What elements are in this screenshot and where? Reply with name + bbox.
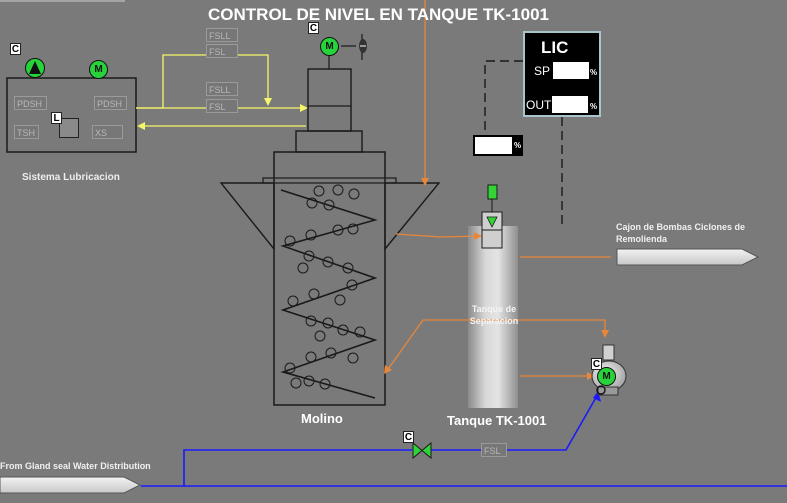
separation-tank xyxy=(468,226,518,408)
lic-sp-field[interactable] xyxy=(553,62,589,79)
tag-pdsh-1[interactable]: PDSH xyxy=(14,96,47,110)
tag-fsl-water[interactable]: FSL xyxy=(481,443,507,457)
lic-sp-label: SP xyxy=(534,64,551,78)
lube-pump-icon[interactable] xyxy=(25,58,45,78)
molino-label: Molino xyxy=(301,411,343,426)
mill-gearbox xyxy=(295,130,363,153)
destination-pipe xyxy=(616,248,760,266)
mill-right-hopper xyxy=(384,182,441,251)
tag-fsll-top[interactable]: FSLL xyxy=(206,28,238,42)
level-value-display: % xyxy=(473,135,523,156)
tag-fsl-top[interactable]: FSL xyxy=(206,44,238,58)
lic-title: LIC xyxy=(541,38,569,57)
lic-faceplate[interactable]: LIC SP % OUT % xyxy=(523,31,601,117)
destination-label: Cajon de Bombas Ciclones de Remolienda xyxy=(616,222,746,244)
lic-out-label: OUT xyxy=(526,98,552,112)
tag-pdsh-2[interactable]: PDSH xyxy=(94,96,127,110)
pump-triangle-icon xyxy=(29,61,41,74)
pump-c-badge: C xyxy=(591,358,602,370)
mill-spiral xyxy=(280,189,378,399)
level-unit: % xyxy=(514,141,522,150)
lubrication-label: Sistema Lubricacion xyxy=(22,172,120,183)
source-label: From Gland seal Water Distribution xyxy=(0,461,151,471)
tank-inner-label: Tanque de Separacion xyxy=(469,304,519,326)
water-valve[interactable] xyxy=(412,441,423,460)
lubrication-panel xyxy=(6,77,137,153)
lube-l-badge: L xyxy=(51,112,62,124)
mill-motor-c-badge: C xyxy=(308,22,319,34)
mill-left-hopper xyxy=(219,182,275,251)
process-lines xyxy=(385,0,611,377)
lube-status-box[interactable] xyxy=(59,118,79,138)
valve-c-badge: C xyxy=(403,431,414,443)
lube-pump-c-badge: C xyxy=(10,43,21,55)
lube-arrow-3 xyxy=(137,122,145,130)
grinding-balls xyxy=(284,184,366,390)
lube-motor-icon[interactable]: M xyxy=(89,60,108,79)
mill-body xyxy=(273,151,386,406)
signal-lines xyxy=(484,60,563,226)
water-line xyxy=(141,393,787,487)
lube-arrow-2 xyxy=(300,104,308,112)
mill-flange xyxy=(262,177,397,184)
tank-label: Tanque TK-1001 xyxy=(447,413,547,428)
lic-out-unit: % xyxy=(590,102,598,111)
tag-fsl-bottom[interactable]: FSL xyxy=(206,99,238,113)
mill-motor-housing xyxy=(307,68,352,132)
tag-tsh[interactable]: TSH xyxy=(14,125,39,139)
tag-fsll-bottom[interactable]: FSLL xyxy=(206,82,238,96)
pump-motor-icon[interactable]: M xyxy=(597,367,616,386)
lic-sp-unit: % xyxy=(590,68,598,77)
lic-out-field[interactable] xyxy=(552,96,588,113)
page-title: CONTROL DE NIVEL EN TANQUE TK-1001 xyxy=(208,5,549,24)
level-value-field xyxy=(475,137,512,154)
mill-motor-icon[interactable]: M xyxy=(320,37,339,56)
source-pipe xyxy=(0,476,142,494)
level-transmitter-head[interactable] xyxy=(487,184,498,200)
lube-arrow-1 xyxy=(264,98,272,106)
tag-xs[interactable]: XS xyxy=(92,125,123,139)
